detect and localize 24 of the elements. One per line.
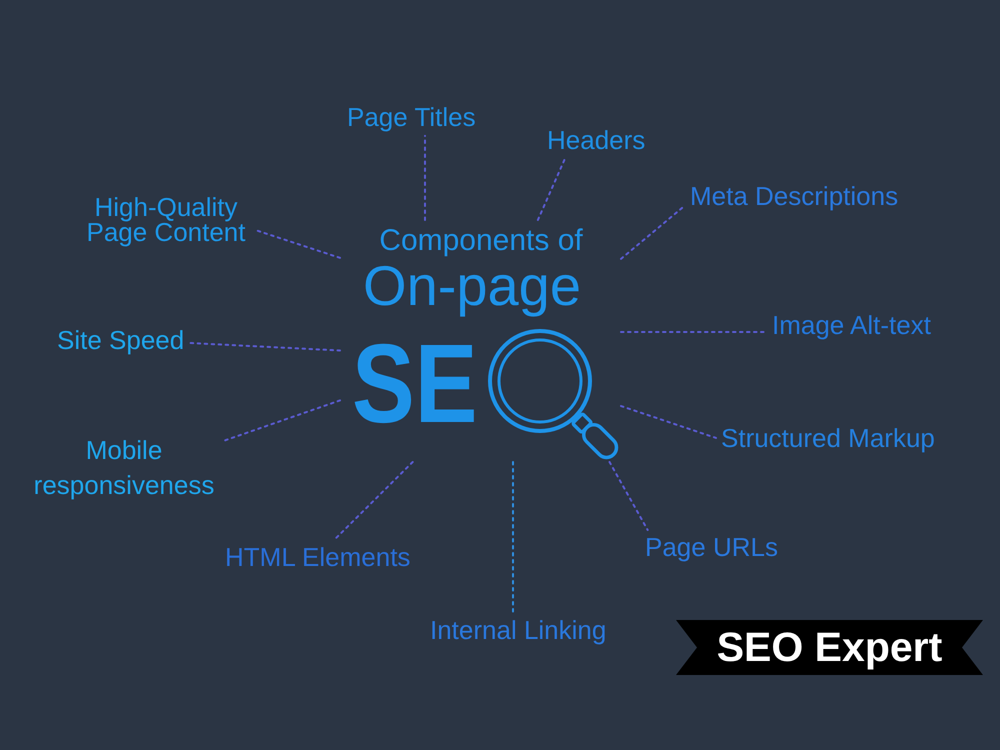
- component-label: Meta Descriptions: [685, 179, 904, 215]
- component-label: HTML Elements: [220, 540, 416, 576]
- dotted-line: [512, 461, 514, 614]
- dotted-line: [333, 461, 414, 541]
- dotted-line: [424, 134, 426, 221]
- component-label: Image Alt-text: [767, 308, 936, 344]
- component-label: Mobile responsiveness: [24, 430, 224, 506]
- dotted-line: [536, 158, 566, 221]
- acronym-text: SE: [352, 328, 478, 440]
- subtitle-text: Components of: [379, 226, 583, 256]
- dotted-line: [608, 461, 649, 531]
- dotted-line: [620, 405, 717, 439]
- ribbon-banner: SEO Expert: [676, 620, 983, 675]
- component-label: Page Titles: [342, 100, 481, 136]
- component-label: Page URLs: [640, 530, 783, 566]
- dotted-line: [255, 229, 341, 259]
- component-label: Headers: [542, 123, 650, 159]
- component-label: Structured Markup: [716, 421, 940, 457]
- dotted-line: [620, 204, 686, 260]
- component-label: High-Quality Page Content: [76, 192, 256, 248]
- dotted-line: [223, 399, 341, 442]
- component-label: Internal Linking: [425, 613, 612, 649]
- dotted-line: [188, 342, 341, 352]
- component-label: Site Speed: [52, 323, 190, 359]
